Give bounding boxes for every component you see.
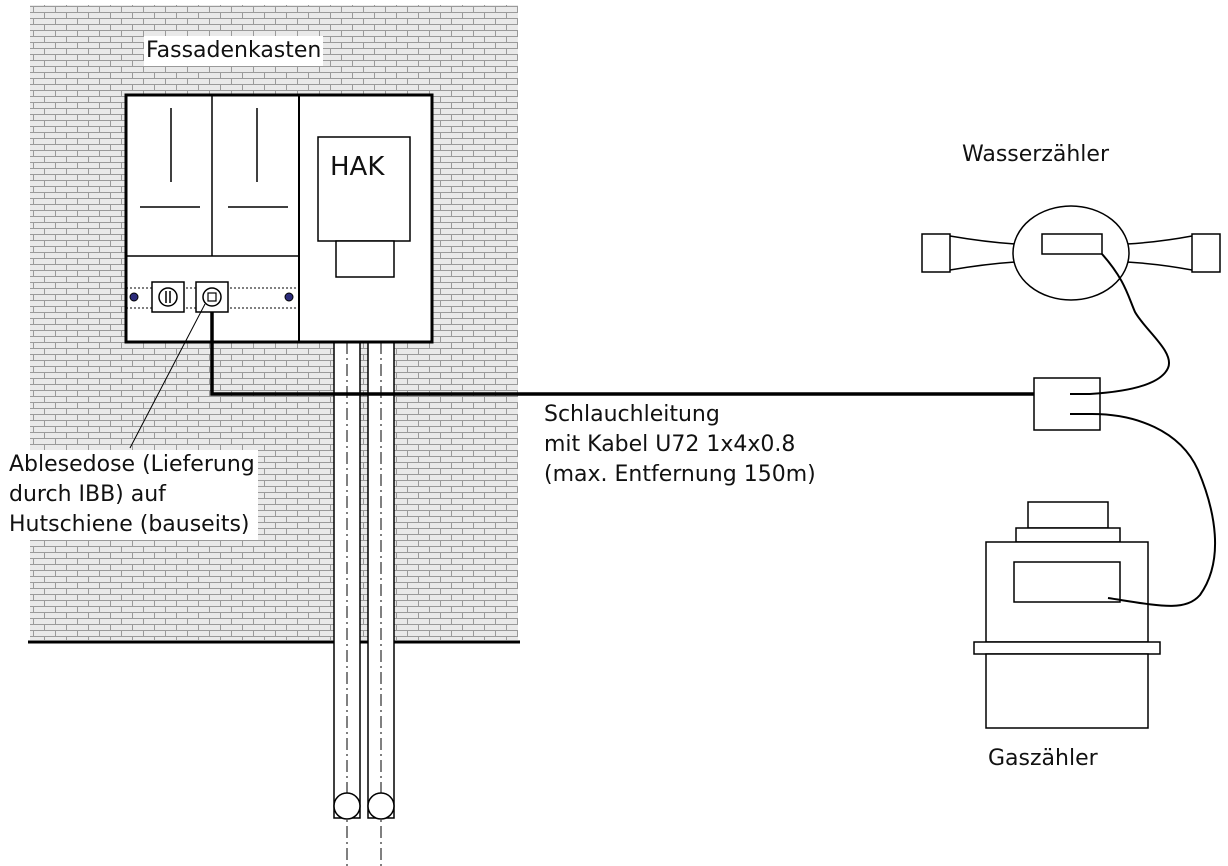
facade-box <box>124 93 434 344</box>
rail-screw-right <box>284 292 294 302</box>
reading-box-leader <box>129 303 206 449</box>
water-meter <box>921 205 1221 301</box>
pipe-end-left <box>333 792 361 820</box>
reading-box-label-line: Ablesedose (Lieferung <box>9 452 255 477</box>
gas-meter-label: Gaszähler <box>988 746 1098 771</box>
water-meter-label: Wasserzähler <box>962 142 1109 167</box>
reading-box-label-line: Hutschiene (bauseits) <box>9 512 250 537</box>
hak-base <box>335 240 395 278</box>
water-cable <box>1070 253 1171 395</box>
hose-line-label-line: Schlauchleitung <box>544 402 720 427</box>
hose-line-label-line: (max. Entfernung 150m) <box>544 462 816 487</box>
hose-line <box>210 312 1034 396</box>
junction-box <box>1033 377 1101 431</box>
gas-meter <box>973 501 1161 729</box>
reading-box <box>195 281 229 313</box>
hak-label: HAK <box>330 152 385 182</box>
rail-module <box>151 281 185 313</box>
gas-cable <box>1070 413 1217 607</box>
rail-screw-left <box>129 292 139 302</box>
conduit-pipes <box>333 320 395 866</box>
reading-box-label-line: durch IBB) auf <box>9 482 166 507</box>
facade-box-label: Fassadenkasten <box>144 36 324 66</box>
pipe-end-right <box>367 792 395 820</box>
hose-line-label: Schlauchleitung mit Kabel U72 1x4x0.8 (m… <box>544 400 816 490</box>
hose-line-label-line: mit Kabel U72 1x4x0.8 <box>544 432 796 457</box>
reading-box-label: Ablesedose (Lieferung durch IBB) auf Hut… <box>6 450 258 540</box>
